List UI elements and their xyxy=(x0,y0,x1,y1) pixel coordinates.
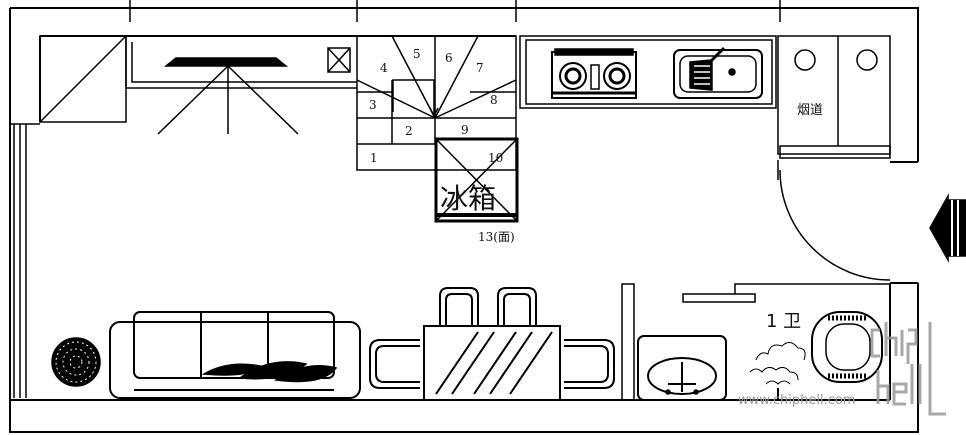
stair-step-2: 2 xyxy=(405,124,413,138)
chimney-shaft xyxy=(777,35,891,159)
stair-step-7: 7 xyxy=(476,61,484,75)
bathroom-partition xyxy=(621,283,890,401)
stair-step-6: 6 xyxy=(445,51,453,65)
chimney-label: 烟道 xyxy=(797,103,823,118)
sofa-pillows xyxy=(201,361,338,383)
stair-step-1: 1 xyxy=(370,151,378,165)
bathroom-label: 1 卫 xyxy=(766,311,801,332)
sink-icon xyxy=(673,46,763,99)
left-window xyxy=(10,123,40,398)
watermark-site: www.chiphell.com xyxy=(738,393,855,408)
sofa xyxy=(109,311,361,399)
watermark: www.chiphell.com xyxy=(738,322,946,416)
kitchen-counter xyxy=(519,35,777,109)
entrance-door xyxy=(777,160,891,281)
entry-arrow-icon xyxy=(929,193,966,263)
fridge-icon xyxy=(434,137,519,223)
stair-note: 13(面) xyxy=(478,230,515,244)
stair-step-4: 4 xyxy=(380,61,388,75)
corner-cabinet xyxy=(39,35,127,123)
tv-icon xyxy=(157,57,299,135)
stair-step-numbers: 1 2 3 4 5 6 7 8 9 10 xyxy=(369,47,503,165)
stair-step-5: 5 xyxy=(413,47,421,61)
chiphell-logo xyxy=(870,322,946,416)
dining-chairs xyxy=(369,287,615,389)
bathroom-sink-icon xyxy=(637,335,727,401)
stove-icon xyxy=(551,48,637,99)
staircase xyxy=(356,35,517,171)
stair-step-3: 3 xyxy=(369,98,377,112)
dimension-ticks xyxy=(129,0,781,22)
plant-icon xyxy=(51,337,101,387)
stair-step-8: 8 xyxy=(490,93,498,107)
stair-step-10: 10 xyxy=(488,151,503,165)
dining-table xyxy=(423,325,561,401)
stair-step-9: 9 xyxy=(461,123,469,137)
shower-icon xyxy=(749,342,806,400)
toilet-icon xyxy=(811,311,883,383)
fridge-label: 冰箱 xyxy=(440,182,496,215)
tv-cabinet xyxy=(125,36,357,89)
